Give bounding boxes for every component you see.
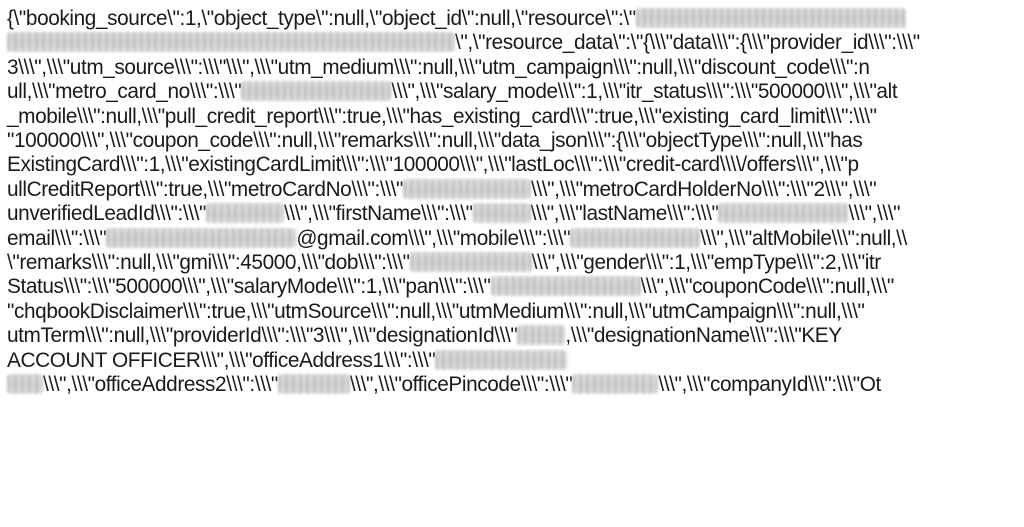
json-text-segment: \\\",\\\"companyId\\\":\\\"Ot [658,373,881,396]
redacted-value-blur [206,203,284,224]
text-line: ull,\\\"metro_card_no\\\":\\\" \\\",\\\"s… [7,77,898,107]
json-text-segment: "chqbookDisclaimer\\\":true,\\\"utmSourc… [7,299,865,323]
text-line: \"remarks\\\":null,\\\"gmi\\\":45000,\\\… [7,248,881,278]
redacted-value-blur [277,374,350,394]
redacted-value-blur [635,8,906,28]
redacted-value-blur [7,374,43,394]
json-text-segment: ACCOUNT OFFICER\\\",\\\"officeAddress1\\… [7,348,436,372]
json-text-segment: \\\",\\\"salary_mode\\\":1,\\\"itr_statu… [391,80,898,104]
text-line: "100000\\\",\\\"coupon_code\\\":null,\\\… [7,126,863,156]
text-line: ACCOUNT OFFICER\\\",\\\"officeAddress1\\… [7,346,568,376]
json-text-segment: Status\\\":\\\"500000\\\",\\\"salaryMode… [7,275,491,299]
redacted-value-blur [572,374,659,394]
text-line: _mobile\\\":null,\\\"pull_credit_report\… [7,102,877,132]
redacted-value-blur [402,178,531,199]
redacted-value-blur [409,252,532,272]
text-line: utmTerm\\\":null,\\\"providerId\\\":\\\"… [7,321,842,351]
json-text-segment: unverifiedLeadId\\\":\\\" [7,202,206,226]
json-text-segment: utmTerm\\\":null,\\\"providerId\\\":\\\"… [7,324,518,348]
json-text-segment: 3\\\",\\\"utm_source\\\":\\\"\\\",\\\"ut… [7,55,870,79]
json-text-segment: \\\",\\\"lastName\\\":\\\" [530,202,719,226]
json-text-segment: @gmail.com\\\",\\\"mobile\\\":\\\" [296,226,571,250]
json-text-segment: \\\",\\\"gender\\\":1,\\\"empType\\\":2,… [531,251,882,274]
text-line: {\"booking_source\":1,\"object_type\":nu… [7,4,906,34]
redacted-value-blur [490,276,641,297]
redacted-value-blur [7,32,455,53]
redacted-value-blur [435,349,568,370]
json-text-segment: \\\",\\\"couponCode\\\":null,\\\" [640,275,895,299]
text-line: \",\"resource_data\":\"{\\\"data\\\":{\\… [7,28,920,58]
json-text-segment: ,\\\"designationName\\\":\\\"KEY [565,324,842,348]
json-text-segment: \",\"resource_data\":\"{\\\"data\\\":{\\… [455,31,920,55]
json-text-segment: ullCreditReport\\\":true,\\\"metroCardNo… [7,177,403,201]
json-text-segment: ExistingCard\\\":1,\\\"existingCardLimit… [7,153,859,177]
json-text-segment: {\"booking_source\":1,\"object_type\":nu… [7,7,636,30]
redacted-value-blur [241,81,392,102]
json-text-segment: \\\",\\\"firstName\\\":\\\" [284,202,473,226]
json-text-segment: \\\",\\\"metroCardHolderNo\\\":\\\"2\\\"… [530,177,877,201]
json-text-segment: \\\",\\\"altMobile\\\":null,\\ [700,226,907,250]
redacted-value-blur [106,227,297,248]
text-line: unverifiedLeadId\\\":\\\" \\\",\\\"firstN… [7,199,901,229]
json-text-segment: _mobile\\\":null,\\\"pull_credit_report\… [7,104,877,128]
redacted-value-blur [570,227,701,248]
text-line: 3\\\",\\\"utm_source\\\":\\\"\\\",\\\"ut… [7,53,870,83]
text-line: ExistingCard\\\":1,\\\"existingCardLimit… [7,150,859,180]
redacted-value-blur [718,203,849,224]
json-text-segment: "100000\\\",\\\"coupon_code\\\":null,\\\… [7,129,863,152]
json-text-segment: \\\",\\\"officePincode\\\":\\\" [349,373,573,396]
redacted-value-blur [472,203,531,224]
json-text-segment: \"remarks\\\":null,\\\"gmi\\\":45000,\\\… [7,251,410,274]
text-line: ullCreditReport\\\":true,\\\"metroCardNo… [7,175,877,205]
json-text-segment: email\\\":\\\" [7,226,107,250]
json-text-segment: \\\",\\\" [848,202,901,226]
redacted-value-blur [517,325,566,346]
text-line: "chqbookDisclaimer\\\":true,\\\"utmSourc… [7,297,865,327]
json-text-segment: \\\",\\\"officeAddress2\\\":\\\" [43,373,278,396]
text-line: email\\\":\\\" @gmail.com\\\",\\\"mobile\… [7,224,907,254]
json-text-segment: ull,\\\"metro_card_no\\\":\\\" [7,80,242,104]
text-line: \\\",\\\"officeAddress2\\\":\\\" \\\",\\\… [7,370,881,400]
text-line: Status\\\":\\\"500000\\\",\\\"salaryMode… [7,272,894,302]
